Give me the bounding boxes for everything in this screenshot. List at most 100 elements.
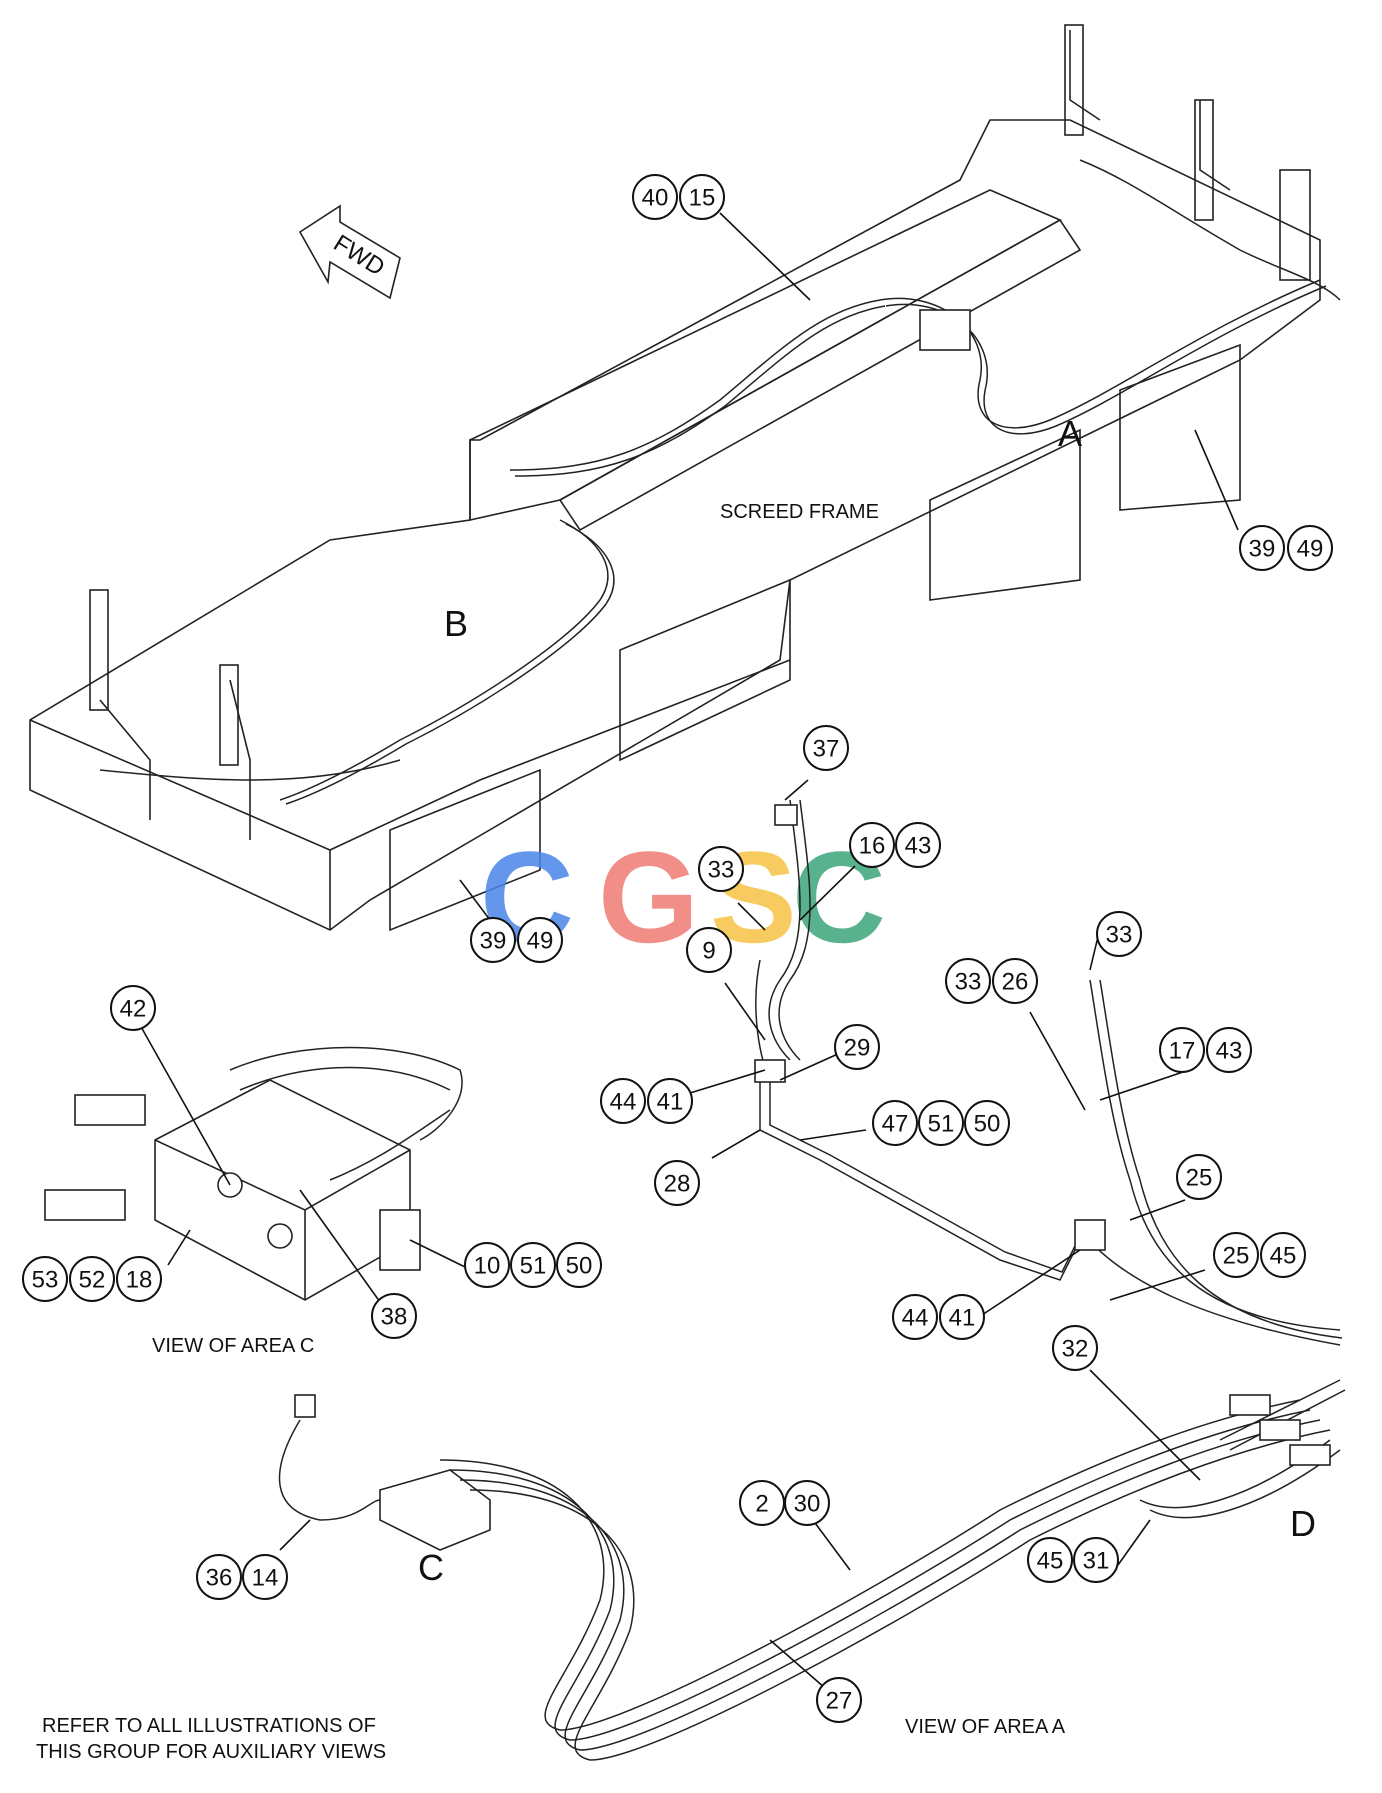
callout-circle xyxy=(464,1242,510,1288)
callout-c42: 42 xyxy=(110,985,156,1031)
callout-circle xyxy=(686,927,732,973)
callout-circle xyxy=(679,174,725,220)
callout-number: 50 xyxy=(566,1253,593,1280)
callout-c16: 16 xyxy=(849,822,895,868)
callout-c30: 30 xyxy=(784,1480,830,1526)
callout-circle xyxy=(1027,1537,1073,1583)
callout-number: 26 xyxy=(1002,969,1029,996)
area-a-label: A xyxy=(1058,413,1082,454)
callout-number: 41 xyxy=(949,1305,976,1332)
callout-c9: 9 xyxy=(686,927,732,973)
callout-c52: 52 xyxy=(69,1256,115,1302)
callout-c26: 26 xyxy=(992,958,1038,1004)
callout-number: 25 xyxy=(1186,1165,1213,1192)
callout-c31: 31 xyxy=(1073,1537,1119,1583)
callout-c17: 17 xyxy=(1159,1027,1205,1073)
callout-c44a: 44 xyxy=(600,1078,646,1124)
callout-circle xyxy=(784,1480,830,1526)
callout-circle xyxy=(1239,525,1285,571)
callout-number: 39 xyxy=(1249,536,1276,563)
callout-number: 15 xyxy=(689,185,716,212)
callout-circle xyxy=(834,1024,880,1070)
callout-c28: 28 xyxy=(654,1160,700,1206)
callout-circle xyxy=(1073,1537,1119,1583)
screed-frame-drawing: SCREED FRAME A B xyxy=(29,24,1341,932)
callout-c27: 27 xyxy=(816,1677,862,1723)
callout-c41b: 41 xyxy=(939,1294,985,1340)
callout-c10: 10 xyxy=(464,1242,510,1288)
callout-c51a: 51 xyxy=(918,1100,964,1146)
callout-circle xyxy=(872,1100,918,1146)
note-line-1: REFER TO ALL ILLUSTRATIONS OF xyxy=(42,1715,376,1737)
leader-lines xyxy=(139,212,1239,1689)
callout-c45b: 45 xyxy=(1027,1537,1073,1583)
callout-number: 49 xyxy=(527,928,554,955)
callout-c43a: 43 xyxy=(895,822,941,868)
callout-circle xyxy=(1176,1154,1222,1200)
callout-number: 31 xyxy=(1083,1548,1110,1575)
callout-circle xyxy=(600,1078,646,1124)
callout-circle xyxy=(632,174,678,220)
callout-number: 43 xyxy=(1216,1038,1243,1065)
callout-number: 33 xyxy=(1106,922,1133,949)
callout-c47: 47 xyxy=(872,1100,918,1146)
callout-number: 45 xyxy=(1037,1548,1064,1575)
callout-number: 44 xyxy=(610,1089,637,1116)
callout-number: 42 xyxy=(120,996,147,1023)
view-area-c-caption: VIEW OF AREA C xyxy=(152,1335,314,1357)
screed-frame-label: SCREED FRAME xyxy=(720,501,879,523)
valve-block-area-c xyxy=(44,1046,463,1301)
view-area-a-caption: VIEW OF AREA A xyxy=(905,1716,1066,1738)
callout-number: 33 xyxy=(955,969,982,996)
callout-c39a: 39 xyxy=(1239,525,1285,571)
callout-number: 18 xyxy=(126,1267,153,1294)
callout-circle xyxy=(1287,525,1333,571)
callout-circle xyxy=(892,1294,938,1340)
callout-c36: 36 xyxy=(196,1554,242,1600)
callout-circle xyxy=(992,958,1038,1004)
callout-circle xyxy=(22,1256,68,1302)
callout-circle xyxy=(803,725,849,771)
callout-c29: 29 xyxy=(834,1024,880,1070)
callout-circle xyxy=(816,1677,862,1723)
callout-circle xyxy=(510,1242,556,1288)
callout-circle xyxy=(517,917,563,963)
callout-c33c: 33 xyxy=(945,958,991,1004)
callout-c38: 38 xyxy=(371,1293,417,1339)
callout-c40: 40 xyxy=(632,174,678,220)
callout-c32: 32 xyxy=(1052,1325,1098,1371)
callout-number: 10 xyxy=(474,1253,501,1280)
callout-circle xyxy=(1096,911,1142,957)
callout-circle xyxy=(196,1554,242,1600)
callout-number: 28 xyxy=(664,1171,691,1198)
callout-number: 9 xyxy=(702,938,715,965)
callout-number: 38 xyxy=(381,1304,408,1331)
hose-bundle-area-a: C D xyxy=(278,1379,1346,1761)
callout-number: 17 xyxy=(1169,1038,1196,1065)
callout-number: 39 xyxy=(480,928,507,955)
watermark-letter-2: G xyxy=(598,824,699,970)
callout-circle xyxy=(110,985,156,1031)
callout-circle xyxy=(964,1100,1010,1146)
callout-c44b: 44 xyxy=(892,1294,938,1340)
fwd-arrow-icon: FWD xyxy=(298,204,401,300)
callout-number: 43 xyxy=(905,833,932,860)
callout-c41a: 41 xyxy=(647,1078,693,1124)
callout-c50b: 50 xyxy=(556,1242,602,1288)
callout-number: 16 xyxy=(859,833,886,860)
callout-number: 30 xyxy=(794,1491,821,1518)
hose-assembly-detail xyxy=(754,799,1343,1346)
callout-number: 40 xyxy=(642,185,669,212)
callout-c33b: 33 xyxy=(1096,911,1142,957)
callout-number: 51 xyxy=(928,1111,955,1138)
callout-circle xyxy=(849,822,895,868)
callout-circle xyxy=(1052,1325,1098,1371)
callout-c18: 18 xyxy=(116,1256,162,1302)
callout-number: 41 xyxy=(657,1089,684,1116)
callout-circle xyxy=(116,1256,162,1302)
callout-number: 52 xyxy=(79,1267,106,1294)
callout-c25a: 25 xyxy=(1176,1154,1222,1200)
callout-c37: 37 xyxy=(803,725,849,771)
